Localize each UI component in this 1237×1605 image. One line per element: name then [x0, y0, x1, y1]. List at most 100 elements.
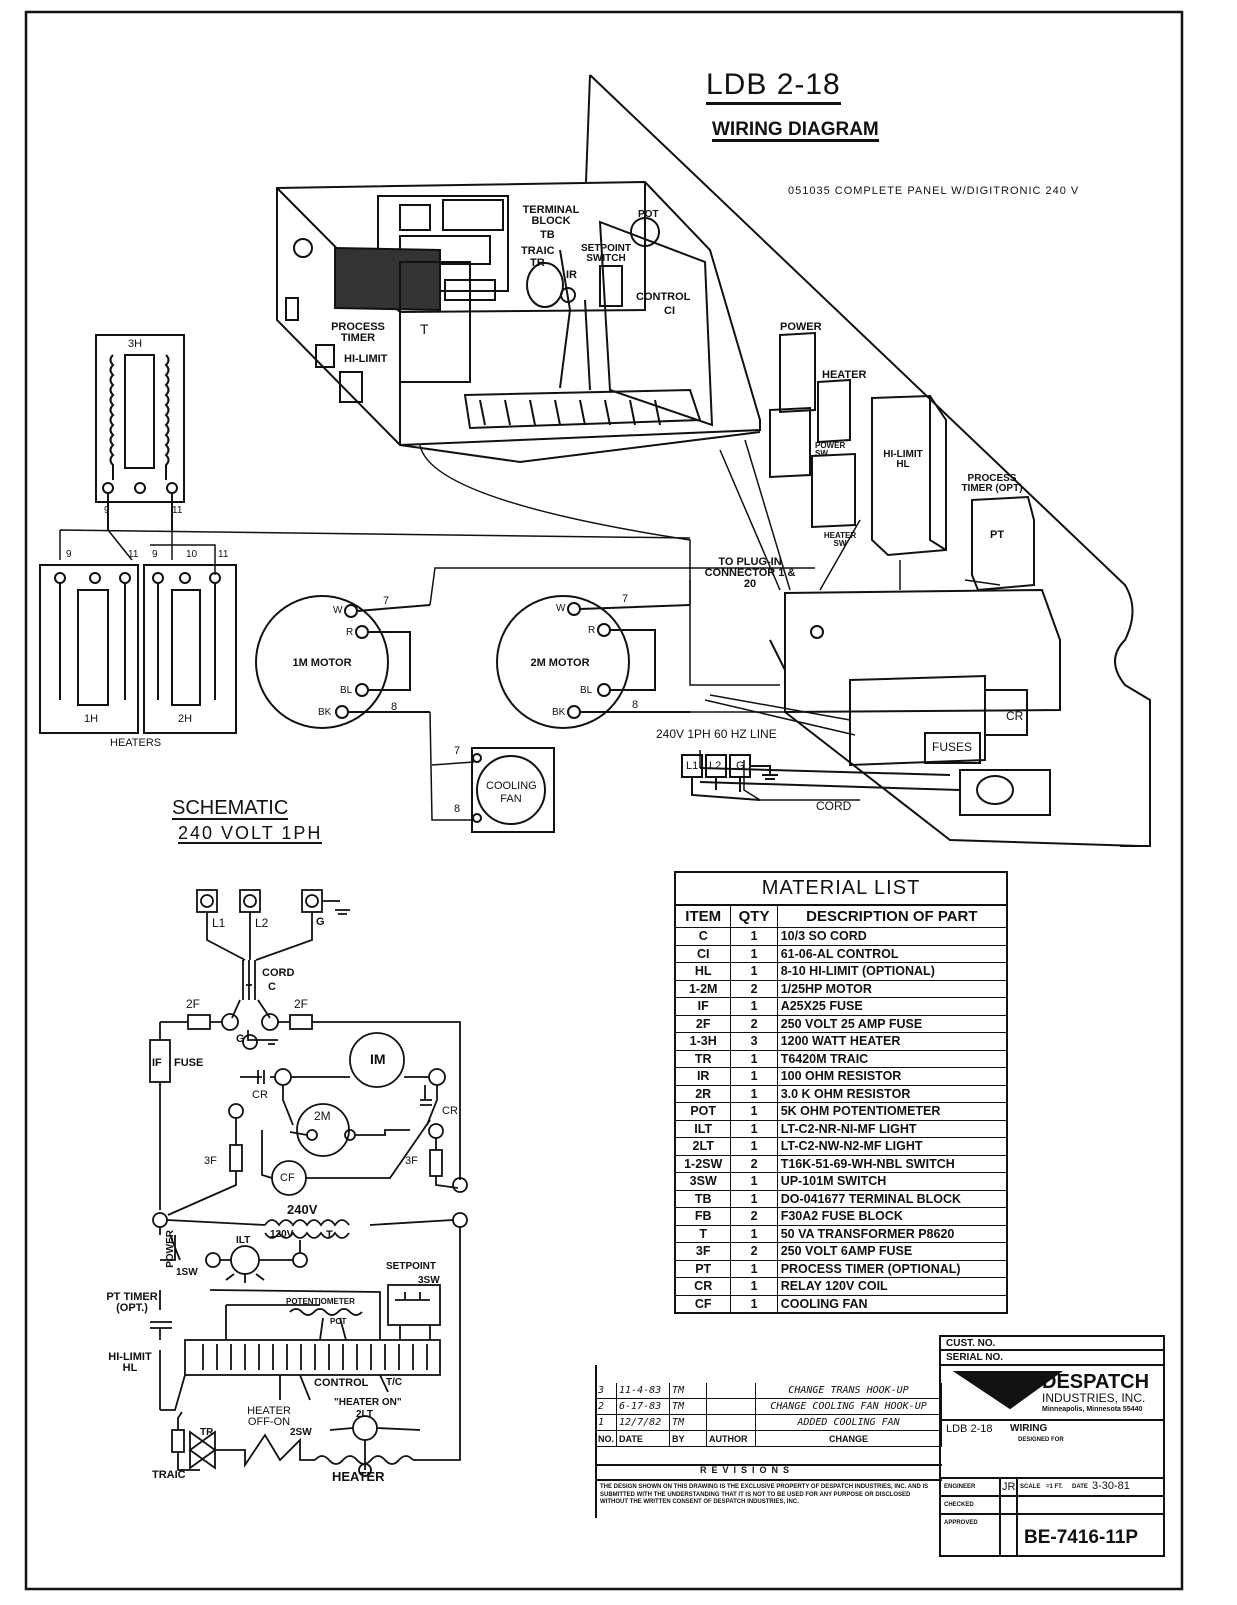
material-item: HL	[674, 962, 732, 981]
material-list-table: MATERIAL LIST ITEM QTY DESCRIPTION OF PA…	[674, 871, 1008, 1314]
material-qty: 1	[730, 944, 778, 963]
l2-terminal: L2	[709, 760, 722, 772]
motor-1m-wire-8: 8	[391, 701, 398, 713]
sch-t: T	[326, 1229, 333, 1241]
material-description: COOLING FAN	[776, 1294, 1008, 1314]
line-terminals	[681, 754, 778, 801]
motor-bus	[429, 567, 815, 821]
material-item: 3SW	[674, 1172, 732, 1191]
panel-note: 051035 COMPLETE PANEL W/DIGITRONIC 240 V	[788, 185, 1080, 197]
col-qty: QTY	[730, 904, 778, 928]
sch-2m: 2M	[314, 1109, 331, 1123]
material-item: CI	[674, 944, 732, 963]
motor-1m-w-lead: W	[333, 605, 343, 616]
material-item: TR	[674, 1049, 732, 1068]
material-qty: 1	[730, 1259, 778, 1278]
transformer-label: T	[420, 321, 429, 337]
material-item: 1-2M	[674, 979, 732, 998]
control-panel-drawing	[276, 180, 1141, 847]
material-description: 100 OHM RESISTOR	[776, 1067, 1008, 1086]
material-description: LT-C2-NR-NI-MF LIGHT	[776, 1119, 1008, 1138]
motor-1m-r-lead: R	[346, 627, 354, 638]
revision-author	[706, 1398, 757, 1415]
sch-heater: HEATER	[332, 1469, 385, 1484]
control-label: CONTROL	[636, 291, 691, 303]
cord-label: CORD	[816, 799, 852, 813]
cooling-fan	[471, 747, 555, 833]
designed-for-label: DESIGNED FOR	[1018, 1437, 1064, 1443]
fan-wire-7: 7	[454, 745, 461, 757]
material-qty: 2	[730, 1154, 778, 1173]
model-label: LDB 2-18	[946, 1423, 993, 1435]
heater-2h-terminal-11: 11	[218, 549, 229, 560]
material-qty: 1	[730, 1137, 778, 1156]
sch-l1: L1	[212, 916, 226, 930]
sch-120v: 120V	[270, 1229, 294, 1240]
engineer-label: ENGINEER	[944, 1484, 976, 1490]
tb-label: TB	[540, 229, 555, 241]
material-description: 1/25HP MOTOR	[776, 979, 1008, 998]
sch-pot: POT	[330, 1317, 347, 1326]
material-description: T16K-51-69-WH-NBL SWITCH	[776, 1154, 1008, 1173]
motor-2m-wire-8: 8	[632, 699, 639, 711]
material-item: 2F	[674, 1014, 732, 1033]
motor-1m-wire-7: 7	[383, 595, 390, 607]
material-qty: 1	[730, 1067, 778, 1086]
motor-2m-bk-lead: BK	[552, 707, 566, 718]
material-item: 1-3H	[674, 1032, 732, 1051]
hi-limit-hl-label: HI-LIMIT HL	[883, 449, 923, 470]
setpoint-switch-label: SETPOINT SWITCH	[580, 243, 631, 264]
cabinet-outline	[585, 74, 1151, 847]
date-label: DATE	[1072, 1484, 1088, 1490]
sch-setpoint: SETPOINT	[386, 1261, 437, 1272]
material-item: T	[674, 1224, 732, 1243]
material-description: T6420M TRAIC	[776, 1049, 1008, 1068]
sch-heater-off-on: HEATER OFF-ON	[247, 1405, 291, 1428]
revisions-label: REVISIONS	[700, 1465, 795, 1475]
revision-by: TM	[669, 1414, 708, 1431]
drawing-number: BE-7416-11P	[1024, 1527, 1139, 1548]
material-description: 3.0 K OHM RESISTOR	[776, 1084, 1008, 1103]
sch-2f-right: 2F	[294, 997, 309, 1011]
material-qty: 1	[730, 1102, 778, 1121]
process-timer-opt-label: PROCESS TIMER (OPT)	[961, 473, 1023, 494]
sch-g-ground: G	[236, 1033, 245, 1045]
sch-control: CONTROL	[314, 1377, 369, 1389]
material-qty: 1	[730, 1189, 778, 1208]
motor-1m-bl-lead: BL	[340, 685, 353, 696]
cr-label: CR	[1006, 709, 1024, 723]
material-item: C	[674, 927, 732, 946]
material-qty: 1	[730, 1119, 778, 1138]
motor-1m-bk-lead: BK	[318, 707, 332, 718]
material-qty: 1	[730, 997, 778, 1016]
col-item: ITEM	[674, 904, 732, 928]
revision-no: 2	[596, 1398, 618, 1415]
approved-label: APPROVED	[944, 1520, 978, 1526]
sch-2lt: 2LT	[356, 1409, 374, 1420]
power-label: POWER	[780, 321, 822, 333]
schematic-title: SCHEMATIC	[172, 797, 289, 820]
serial-no-label: SERIAL NO.	[946, 1352, 1004, 1363]
revision-author	[706, 1383, 757, 1399]
material-item: IF	[674, 997, 732, 1016]
power-sw-label: POWER SW	[815, 441, 846, 458]
material-qty: 1	[730, 1172, 778, 1191]
material-item: ILT	[674, 1119, 732, 1138]
sch-2f-left: 2F	[186, 997, 201, 1011]
sch-tr: TR	[200, 1427, 214, 1438]
heater-label: HEATER	[822, 369, 867, 381]
revision-change: CHANGE COOLING FAN HOOK-UP	[755, 1398, 942, 1415]
material-qty: 2	[730, 1207, 778, 1226]
